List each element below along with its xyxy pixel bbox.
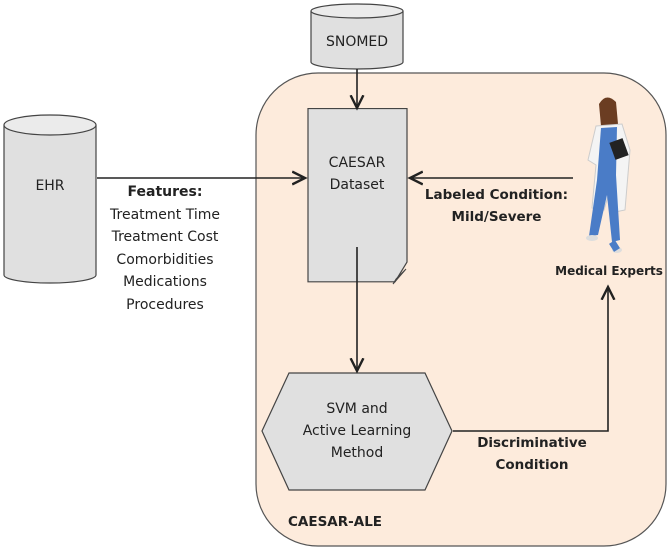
discriminative-line1: Discriminative (477, 435, 587, 451)
dataset-label: CAESAR Dataset (308, 152, 406, 196)
medical-experts-label: Medical Experts (555, 264, 663, 278)
dataset-label-line1: CAESAR (328, 155, 386, 171)
labeled-condition-label: Labeled Condition: Mild/Severe (414, 184, 579, 228)
features-title: Features: (127, 184, 203, 200)
dataset-label-line2: Dataset (329, 177, 385, 193)
snomed-label: SNOMED (325, 34, 389, 50)
svm-hexagon (261, 372, 453, 491)
feature-item: Procedures (126, 296, 204, 313)
container-label: CAESAR-ALE (288, 514, 383, 530)
doctor-figure (586, 97, 631, 253)
dataset-document (307, 107, 408, 283)
features-label: Features: Treatment Time Treatment Cost … (95, 181, 235, 316)
feature-item: Medications (123, 274, 207, 290)
arrow-svm-experts (453, 287, 608, 432)
svm-line2: Active Learning (302, 423, 412, 439)
feature-item: Treatment Time (110, 206, 220, 223)
feature-item: Comorbidities (116, 251, 214, 268)
ehr-cylinder (3, 114, 97, 284)
discriminative-condition-label: Discriminative Condition (462, 432, 602, 476)
svm-line1: SVM and (326, 401, 388, 417)
discriminative-line2: Condition (495, 457, 569, 473)
labeled-line1: Labeled Condition: (424, 187, 569, 203)
svm-label: SVM and Active Learning Method (262, 398, 452, 464)
document-fold (392, 268, 407, 285)
svm-line3: Method (330, 445, 384, 461)
ehr-label: EHR (35, 178, 65, 194)
feature-item: Treatment Cost (111, 229, 219, 245)
labeled-line2: Mild/Severe (451, 209, 542, 225)
